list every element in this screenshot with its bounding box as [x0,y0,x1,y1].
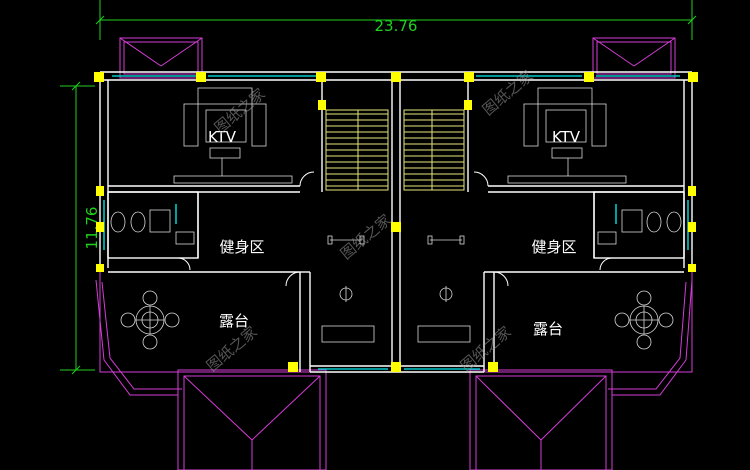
room-label-gym-right: 健身区 [531,238,576,256]
room-label-terrace-right: 露台 [533,320,563,338]
terrace-table-right [614,290,674,350]
overall-width-dimension: 23.76 [375,17,418,35]
staircase [325,109,465,191]
watermark-text: 图纸之家 [203,323,261,375]
room-label-ktv-right: KTV [552,128,581,146]
watermark-text: 图纸之家 [457,323,515,375]
watermark-text: 图纸之家 [211,85,269,137]
roof-outlines [95,37,693,470]
watermarks: 图纸之家 图纸之家 图纸之家 图纸之家 图纸之家 [203,67,537,375]
watermark-text: 图纸之家 [337,211,395,263]
terrace-table-left [120,290,180,350]
room-labels: KTV KTV 健身区 健身区 露台 露台 [208,128,581,338]
room-label-ktv-left: KTV [208,128,237,146]
room-label-gym-left: 健身区 [219,238,264,256]
watermark-text: 图纸之家 [479,67,537,119]
dimension-lines [60,0,697,375]
room-label-terrace-left: 露台 [219,312,249,330]
overall-depth-dimension: 11.76 [83,207,101,250]
columns [94,72,698,372]
windows [103,75,689,370]
furniture [110,87,682,343]
